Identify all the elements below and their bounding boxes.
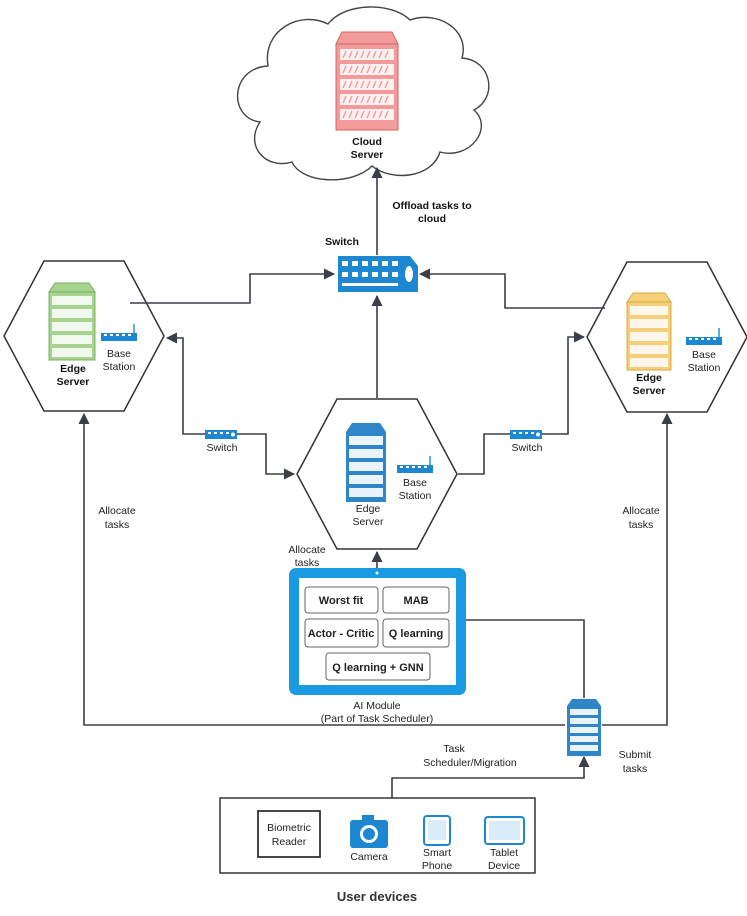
smartphone-icon[interactable] [423,815,451,846]
edge-left-label: Edge [60,363,86,375]
tablet-label-2: Device [488,860,520,872]
algo-q-learning-gnn-label: Q learning + GNN [332,662,423,674]
edge-left-label-2: Server [57,376,90,388]
edge-right-server-icon [626,292,672,371]
algo-mab[interactable]: MAB [382,586,450,614]
edge-center-label: Edge [356,503,381,515]
main-switch-label: Switch [325,236,359,248]
tablet-label: Tablet [490,847,518,859]
phone-label: Smart [423,847,451,859]
edge-center-bs-label-2: Station [399,490,432,502]
algo-worst-fit[interactable]: Worst fit [304,586,379,614]
switch-right-icon [510,430,542,439]
edge-center-server-icon [346,423,386,502]
allocate-right-label: Allocate [622,505,660,517]
biometric-reader[interactable]: Biometric Reader [257,810,321,858]
algo-mab-label: MAB [403,595,428,607]
base-station-icon [101,324,137,341]
algo-q-learning[interactable]: Q learning [382,618,450,648]
camera-icon[interactable] [350,815,388,848]
offload-label: Offload tasks to [392,200,471,212]
allocate-right-label-2: tasks [629,519,654,531]
algo-q-learning-gnn[interactable]: Q learning + GNN [325,652,431,681]
allocate-center-label: Allocate [288,544,326,556]
offload-label-2: cloud [418,213,446,225]
task-scheduler-server-icon [567,699,601,756]
tablet-icon[interactable] [484,816,525,845]
edge-left-bs-label-2: Station [103,361,136,373]
submit-label-2: tasks [623,763,648,775]
edge-right-label-2: Server [633,385,666,397]
main-switch-icon [338,256,418,292]
base-station-icon [686,328,722,345]
allocate-left-label: Allocate [98,505,136,517]
cloud-server-icon [335,31,399,131]
edge-center-label-2: Server [353,516,384,528]
scheduler-label: Task [443,743,465,755]
cloud-region: Cloud Server [236,6,490,181]
base-station-icon [397,456,433,473]
ai-module-caption: AI Module [353,700,400,712]
edge-right-label: Edge [636,372,662,384]
algo-q-learning-label: Q learning [389,628,443,640]
edge-right-bs-label: Base [692,349,716,361]
switch-left-icon [205,430,237,439]
camera-label: Camera [350,851,388,863]
edge-left-server-icon [48,282,96,361]
scheduler-label-2: Scheduler/Migration [423,757,517,769]
cloud-server-label: Cloud [352,136,382,148]
submit-label: Submit [619,749,652,761]
algo-actor-critic-label: Actor - Critic [308,628,375,640]
biometric-label: Biometric [267,822,311,834]
algo-actor-critic[interactable]: Actor - Critic [304,618,379,648]
switch-right-label: Switch [512,442,543,454]
algo-worst-fit-label: Worst fit [319,595,364,607]
edge-right-bs-label-2: Station [688,362,721,374]
edge-center-bs-label: Base [403,477,427,489]
ai-module-caption-2: (Part of Task Scheduler) [321,713,433,725]
cloud-server-label-2: Server [351,149,384,161]
allocate-left-label-2: tasks [105,519,130,531]
edge-left-bs-label: Base [107,348,131,360]
biometric-label-2: Reader [272,836,307,848]
connector-lines [78,166,673,798]
switch-left-label: Switch [207,442,238,454]
phone-label-2: Phone [422,860,453,872]
allocate-center-label-2: tasks [295,557,320,569]
user-devices-title: User devices [337,889,417,904]
